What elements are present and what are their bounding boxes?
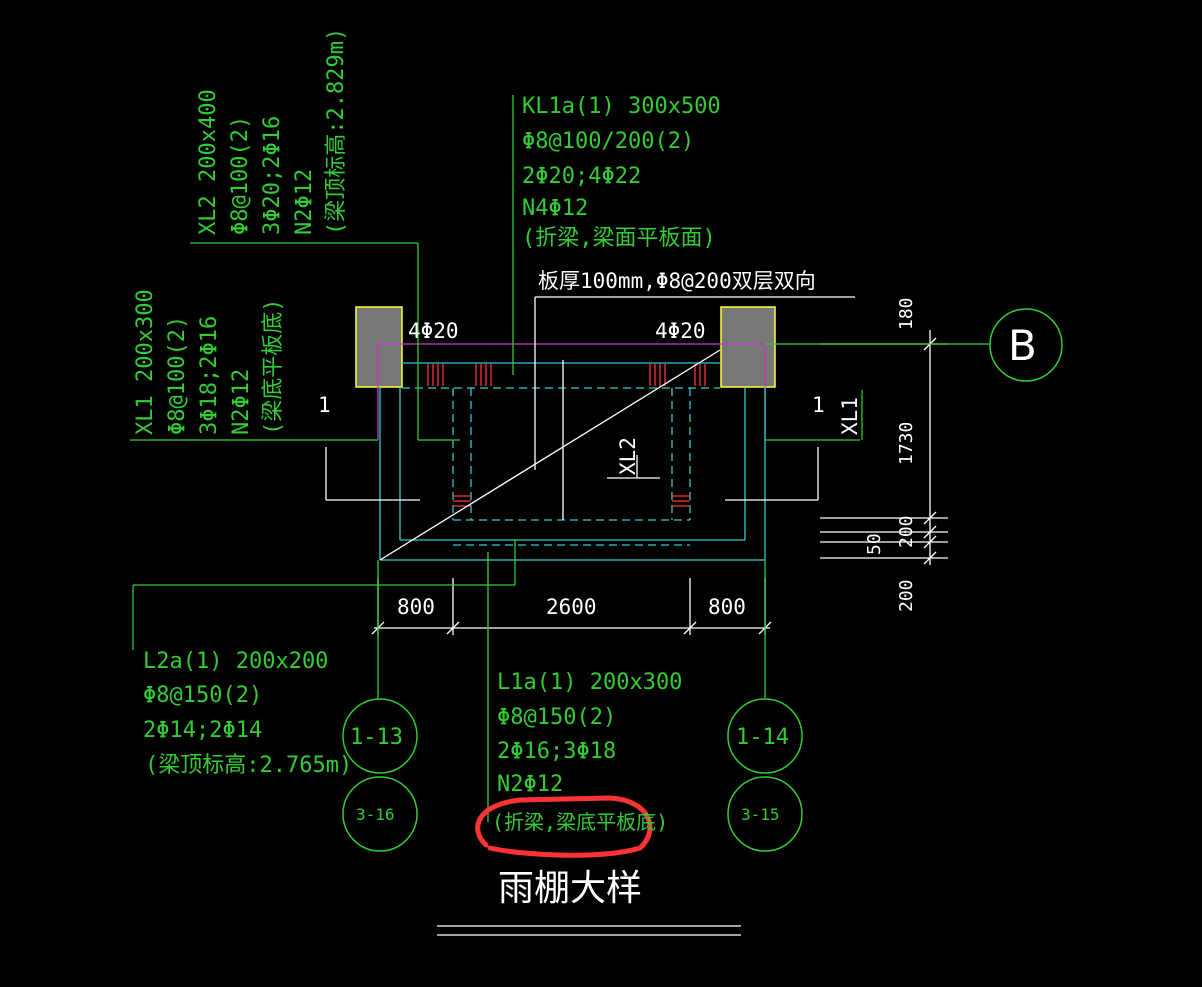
- xl2-line3: 3Φ20;2Φ16: [260, 116, 285, 235]
- dim-1730-group: 1730: [896, 422, 917, 465]
- l1a-line3: 2Φ16;3Φ18: [497, 739, 616, 764]
- leader-lines: [130, 95, 990, 822]
- section-mark-right: 1: [812, 393, 825, 417]
- ref-circle-3-15: [727, 776, 803, 852]
- l1a-line4: N2Φ12: [497, 772, 563, 797]
- xl1-line3: 3Φ18;2Φ16: [197, 316, 222, 435]
- ref-circle-1-14: [727, 698, 803, 774]
- circle-label-3-16: 3-16: [356, 805, 395, 824]
- xl2-line1: XL2 200x400: [196, 89, 221, 235]
- circle-label-1-14: 1-14: [736, 725, 789, 750]
- axis-b-bubble: [989, 308, 1063, 382]
- xl1-label-group: XL1 200x300 Φ8@100(2) 3Φ18;2Φ16 N2Φ12 (梁…: [133, 289, 286, 435]
- xl1-line2: Φ8@100(2): [165, 316, 190, 435]
- l2a-line3: 2Φ14;2Φ14: [143, 718, 262, 743]
- stirrup-marks: [427, 364, 706, 507]
- drawing-title: 雨棚大样: [498, 868, 642, 909]
- l1a-line5: (折梁,梁底平板底): [492, 810, 668, 834]
- xl2-label-group: XL2 200x400 Φ8@100(2) 3Φ20;2Φ16 N2Φ12 (梁…: [196, 28, 349, 235]
- dim-180: 180: [896, 297, 917, 330]
- kl1a-line2: Φ8@100/200(2): [522, 129, 694, 154]
- xl2-line2: Φ8@100(2): [228, 116, 253, 235]
- right-column: [720, 306, 776, 388]
- l2a-line4: (梁顶标高:2.765m): [145, 753, 352, 778]
- dim-50-group: 50: [864, 533, 885, 555]
- xl1-line4: N2Φ12: [229, 369, 254, 435]
- kl1a-line1: KL1a(1) 300x500: [522, 94, 721, 119]
- circle-label-1-13: 1-13: [350, 725, 403, 750]
- l2a-line1: L2a(1) 200x200: [143, 649, 328, 674]
- rebar-label-right: 4Φ20: [655, 319, 706, 343]
- left-column: [355, 306, 403, 388]
- dim-50: 50: [864, 533, 885, 555]
- l1a-line2: Φ8@150(2): [497, 705, 616, 730]
- xl1-side-label: XL1: [838, 397, 862, 435]
- circle-label-3-15: 3-15: [741, 805, 780, 824]
- l2a-line2: Φ8@150(2): [143, 683, 262, 708]
- dim-1730: 1730: [896, 422, 917, 465]
- dim-200-a: 200: [896, 515, 917, 548]
- dim-bottom-mid: 2600: [546, 595, 597, 619]
- axis-b-label: B: [1008, 321, 1037, 370]
- kl1a-line4: N4Φ12: [522, 196, 588, 221]
- dim-200b-group: 200: [896, 579, 917, 612]
- dim-200a-group: 200: [896, 515, 917, 548]
- xl2-mid-label: XL2: [616, 437, 640, 475]
- red-highlight-circle: [475, 795, 653, 858]
- ref-circle-3-16: [342, 776, 418, 852]
- ref-circle-1-13: [342, 698, 418, 774]
- dim-180-group: 180: [896, 297, 917, 330]
- kl1a-line5: (折梁,梁面平板面): [522, 226, 716, 251]
- dim-bottom-left: 800: [397, 595, 435, 619]
- xl1-line1: XL1 200x300: [133, 289, 158, 435]
- xl2-line4: N2Φ12: [292, 169, 317, 235]
- kl1a-line3: 2Φ20;4Φ22: [522, 164, 641, 189]
- l1a-line1: L1a(1) 200x300: [497, 670, 682, 695]
- reference-circles: [342, 308, 1063, 852]
- xl1-side-label-group: XL1: [838, 397, 862, 435]
- dim-200-b: 200: [896, 579, 917, 612]
- dim-bottom-right: 800: [708, 595, 746, 619]
- rebar-label-left: 4Φ20: [408, 319, 459, 343]
- slab-note: 板厚100mm,Φ8@200双层双向: [538, 269, 816, 293]
- cyan-beam-outline: [379, 362, 766, 561]
- xl2-mid-label-group: XL2: [616, 437, 640, 475]
- xl1-line5: (梁底平板底): [261, 299, 286, 436]
- section-mark-left: 1: [318, 393, 331, 417]
- xl2-line5: (梁顶标高:2.829m): [324, 28, 349, 235]
